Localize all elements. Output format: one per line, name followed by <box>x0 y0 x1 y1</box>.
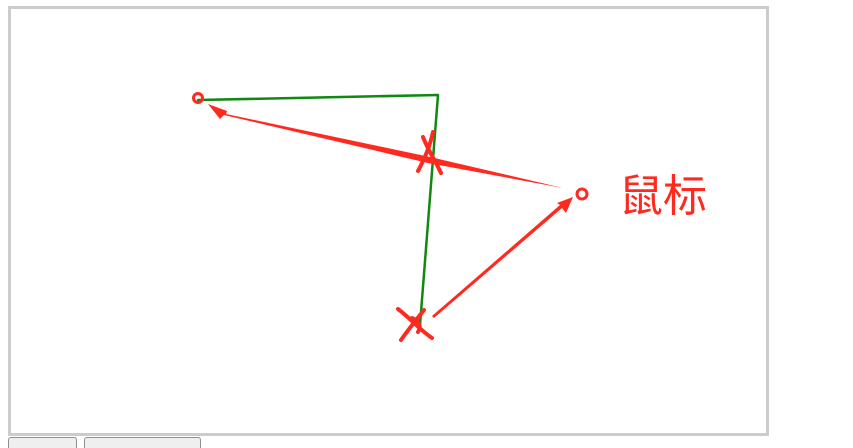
path-start-marker <box>192 92 204 104</box>
green-path-line <box>196 93 440 327</box>
drawing-canvas[interactable] <box>8 6 769 436</box>
arrow-bottom-to-mouse <box>432 197 573 318</box>
toolbar-button-1[interactable] <box>8 437 77 448</box>
cross-mark-bottom <box>396 307 434 342</box>
mouse-position-marker <box>575 187 589 201</box>
mouse-label: 鼠标 <box>619 171 707 222</box>
toolbar-button-2[interactable] <box>84 437 201 448</box>
cross-mark-intersection <box>416 130 443 175</box>
arrow-mouse-to-start <box>208 104 563 188</box>
